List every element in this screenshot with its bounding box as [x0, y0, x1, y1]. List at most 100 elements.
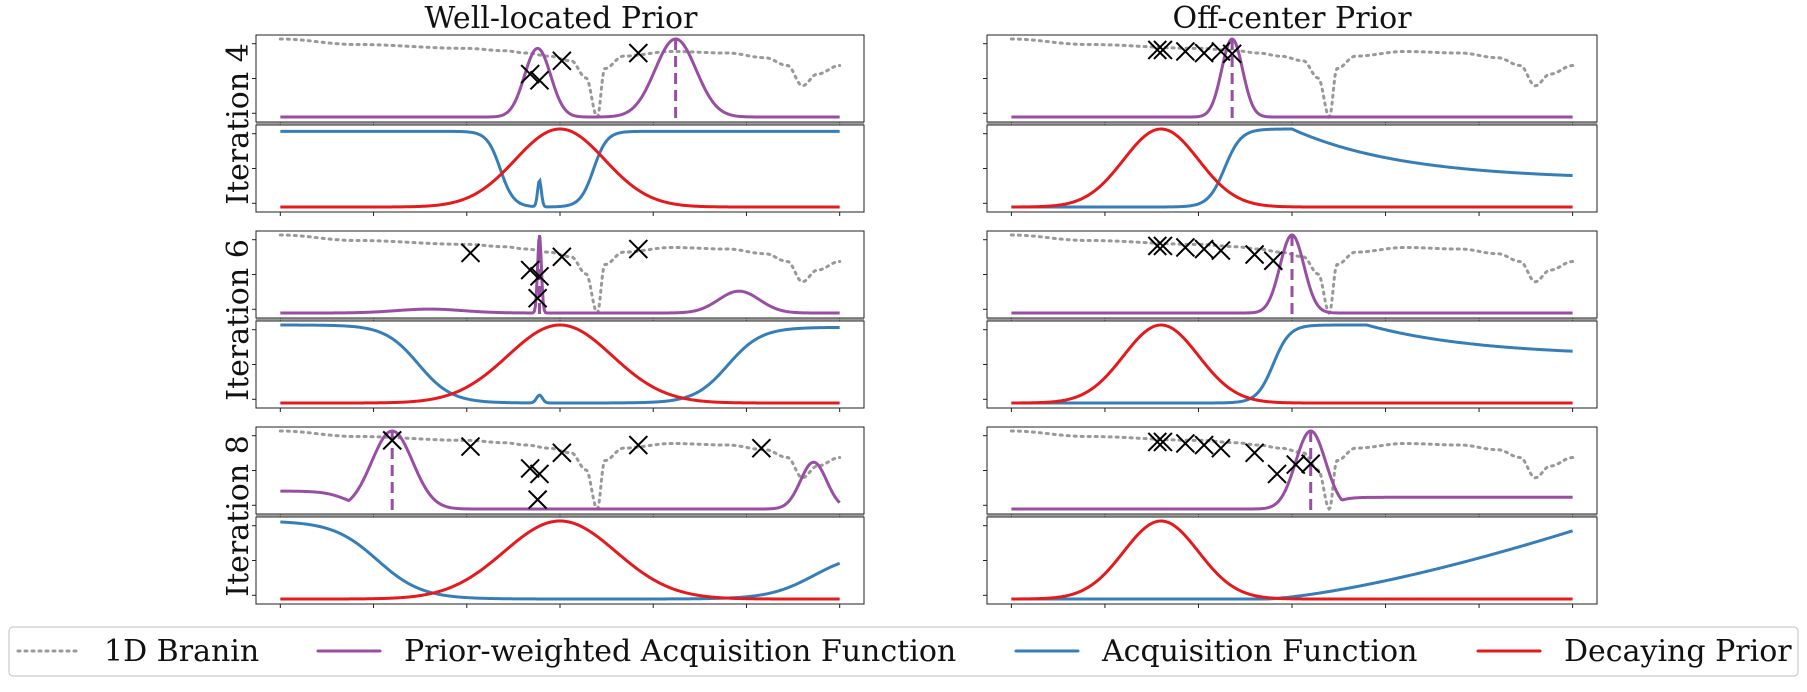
series-prior-weighted-af [1011, 429, 1573, 511]
axes-frame [255, 34, 865, 123]
observation-marker [529, 70, 550, 91]
subplot-bottom [252, 320, 865, 412]
series-branin [1009, 37, 1575, 120]
subplot-bottom [983, 516, 1598, 608]
observation-marker [527, 288, 548, 308]
observation-marker [751, 438, 772, 458]
legend-label-branin: 1D Branin [104, 634, 259, 669]
row-labels: Iteration 4 Iteration 6 Iteration 8 [221, 43, 256, 597]
observation-marker [460, 243, 481, 263]
series-acquisition-function [1011, 529, 1574, 601]
observation-marker [628, 435, 649, 455]
series-acquisition-function [280, 323, 840, 405]
panel-0-0 [252, 34, 865, 216]
observation-marker [628, 239, 649, 259]
series-acquisition-function [1011, 127, 1573, 209]
observation-marker [628, 43, 649, 63]
axes-frame [255, 320, 865, 409]
observation-marker [1153, 40, 1173, 60]
observation-marker [460, 436, 481, 457]
series-acquisition-function [280, 520, 841, 601]
observation-marker [1153, 432, 1173, 452]
axes-frame [255, 124, 865, 213]
subplot-top [983, 34, 1598, 126]
observation-marker [552, 51, 572, 71]
axes-frame [255, 426, 865, 515]
column-titles: Well-located Prior Off-center Prior [425, 1, 1413, 36]
observation-marker [1286, 454, 1306, 475]
series-decaying-prior [280, 127, 840, 209]
subplot-bottom [983, 320, 1598, 412]
observation-marker [1244, 244, 1265, 265]
subplot-top [983, 230, 1598, 322]
observation-marker [1194, 239, 1214, 259]
axes-frame [255, 230, 865, 319]
observation-marker [1147, 432, 1168, 452]
axes-frame [255, 516, 865, 605]
series-prior-weighted-af [280, 236, 840, 315]
series-decaying-prior [1011, 519, 1573, 601]
column-title-right: Off-center Prior [1172, 1, 1412, 36]
axes-frame [986, 124, 1598, 213]
row-label-iteration-4: Iteration 4 [221, 43, 256, 205]
panels [252, 34, 1598, 608]
observation-marker [552, 247, 572, 267]
observation-marker [520, 458, 540, 479]
observation-marker [1263, 251, 1283, 271]
series-decaying-prior [1011, 323, 1573, 405]
observation-marker [1175, 41, 1196, 62]
series-decaying-prior [280, 519, 840, 601]
observation-marker [1211, 41, 1231, 62]
observation-marker [1147, 40, 1168, 60]
column-title-left: Well-located Prior [425, 1, 699, 36]
observation-marker [527, 489, 548, 510]
row-label-iteration-8: Iteration 8 [221, 435, 256, 597]
series-prior-weighted-af [280, 37, 840, 119]
observation-marker [1194, 435, 1214, 455]
series-acquisition-function [280, 129, 840, 209]
subplot-top [983, 426, 1598, 518]
observation-marker [382, 430, 402, 451]
panel-0-1 [252, 230, 865, 412]
series-decaying-prior [1011, 127, 1573, 209]
observation-marker [1222, 44, 1242, 64]
subplot-bottom [983, 124, 1598, 216]
series-prior-weighted-af [280, 429, 841, 511]
panel-1-1 [983, 230, 1598, 412]
observation-marker [1194, 43, 1214, 63]
subplot-bottom [252, 124, 865, 216]
subplot-bottom [252, 516, 865, 608]
legend-label-prior: Decaying Prior [1564, 634, 1792, 669]
observation-marker [520, 260, 540, 280]
series-branin [1009, 429, 1575, 512]
row-label-iteration-6: Iteration 6 [221, 239, 256, 401]
observation-marker [520, 64, 540, 84]
legend-label-pwaf: Prior-weighted Acquisition Function [404, 634, 956, 669]
panel-0-2 [252, 426, 865, 608]
panel-1-0 [983, 34, 1598, 216]
observation-marker [1244, 443, 1265, 463]
subplot-top [252, 34, 865, 126]
observation-marker [529, 464, 550, 484]
series-acquisition-function [1011, 323, 1573, 405]
series-decaying-prior [280, 323, 840, 405]
observation-marker [1147, 236, 1168, 256]
subplot-top [252, 230, 865, 322]
subplot-top [252, 426, 865, 518]
observation-marker [529, 266, 550, 287]
axes-frame [986, 34, 1598, 123]
legend-frame [8, 626, 1799, 677]
observation-marker [1153, 236, 1173, 256]
series-prior-weighted-af [1011, 37, 1573, 119]
observation-marker [1211, 240, 1231, 261]
observation-marker [1175, 237, 1196, 258]
observation-marker [1175, 433, 1196, 454]
observation-marker [552, 443, 572, 463]
observation-marker [1211, 438, 1231, 458]
legend: 1D Branin Prior-weighted Acquisition Func… [8, 626, 1799, 677]
legend-label-af: Acquisition Function [1101, 634, 1417, 669]
observation-marker [1267, 464, 1287, 484]
observation-marker [1301, 454, 1321, 474]
panel-1-2 [983, 426, 1598, 608]
